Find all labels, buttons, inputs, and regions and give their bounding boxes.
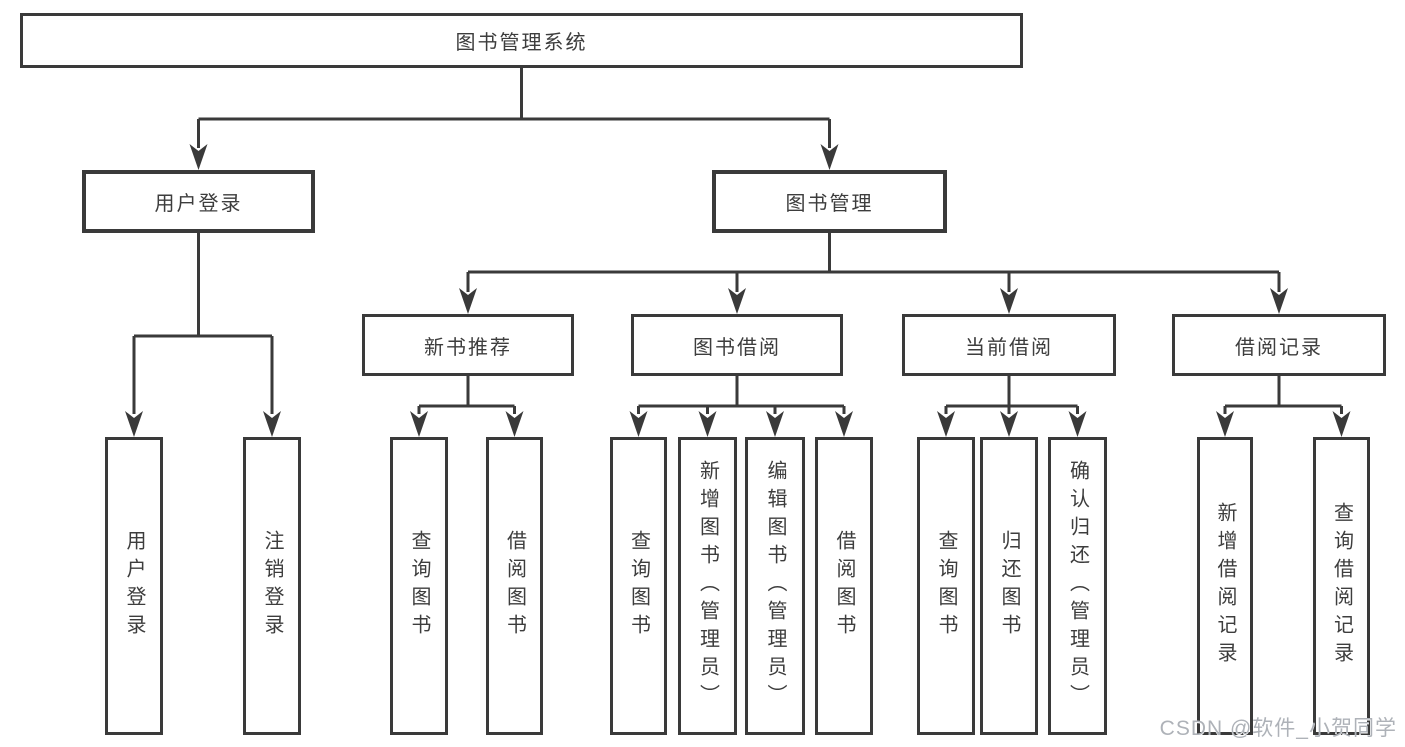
node-borrow-records: 借阅记录 — [1172, 314, 1386, 376]
node-new-book-recommend: 新书推荐 — [362, 314, 574, 376]
leaf-confirm-return-admin: 确认归还（管理员） — [1048, 437, 1107, 735]
leaf-borrow-books-recommend-label: 借阅图书 — [503, 530, 526, 642]
leaf-user-login: 用户登录 — [105, 437, 163, 735]
leaf-borrow-books-label: 借阅图书 — [833, 530, 855, 642]
csdn-watermark: CSDN @软件_小贺同学 — [1159, 717, 1397, 740]
leaf-user-login-label: 用户登录 — [123, 530, 145, 642]
leaf-borrow-books: 借阅图书 — [815, 437, 873, 735]
leaf-logout-label: 注销登录 — [261, 530, 283, 642]
leaf-query-borrow-record: 查询借阅记录 — [1313, 437, 1370, 735]
leaf-add-borrow-record: 新增借阅记录 — [1197, 437, 1253, 735]
leaf-query-borrow-record-label: 查询借阅记录 — [1330, 502, 1353, 670]
leaf-query-books-current-label: 查询图书 — [935, 530, 957, 642]
leaf-add-books-admin-label: 新增图书（管理员） — [696, 460, 719, 712]
node-current-borrow: 当前借阅 — [902, 314, 1116, 376]
leaf-query-books-current: 查询图书 — [917, 437, 975, 735]
node-book-management-system: 图书管理系统 — [20, 13, 1023, 68]
leaf-return-books: 归还图书 — [980, 437, 1038, 735]
leaf-query-books-borrow-label: 查询图书 — [627, 530, 650, 642]
leaf-borrow-books-recommend: 借阅图书 — [486, 437, 543, 735]
leaf-logout: 注销登录 — [243, 437, 301, 735]
leaf-confirm-return-admin-label: 确认归还（管理员） — [1066, 460, 1089, 712]
leaf-query-books-recommend: 查询图书 — [390, 437, 448, 735]
leaf-query-books-borrow: 查询图书 — [610, 437, 667, 735]
leaf-add-books-admin: 新增图书（管理员） — [678, 437, 737, 735]
leaf-edit-books-admin: 编辑图书（管理员） — [745, 437, 805, 735]
node-user-login: 用户登录 — [82, 170, 315, 233]
leaf-add-borrow-record-label: 新增借阅记录 — [1214, 502, 1236, 670]
node-book-management: 图书管理 — [712, 170, 947, 233]
leaf-query-books-recommend-label: 查询图书 — [408, 530, 430, 642]
leaf-edit-books-admin-label: 编辑图书（管理员） — [764, 460, 786, 712]
node-book-borrow: 图书借阅 — [631, 314, 843, 376]
leaf-return-books-label: 归还图书 — [998, 530, 1020, 642]
